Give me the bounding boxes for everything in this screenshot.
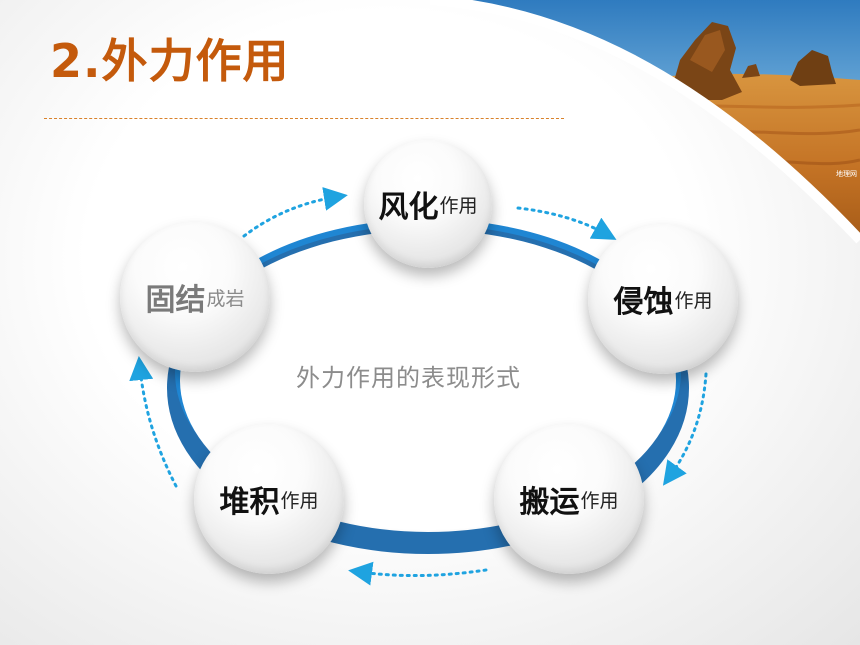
arrow-erosion-to-transport (662, 372, 708, 486)
arrow-transport-to-deposition (348, 561, 488, 586)
node-weathering-sub: 作用 (439, 194, 478, 217)
node-erosion-main: 侵蚀 (613, 285, 674, 320)
node-transport[interactable]: 搬运作用 (494, 424, 644, 574)
node-erosion-sub: 作用 (674, 289, 713, 312)
node-transport-main: 搬运 (519, 485, 580, 520)
node-lithification-main: 固结 (145, 283, 206, 318)
slide-title: 2.外力作用 (50, 34, 290, 88)
photo-credit: 地理网 (836, 170, 857, 178)
node-deposition-sub: 作用 (280, 489, 319, 512)
node-lithification-sub: 成岩 (206, 287, 245, 310)
desert-photo (429, 0, 860, 244)
arrow-weathering-to-erosion (516, 206, 617, 240)
node-erosion[interactable]: 侵蚀作用 (588, 224, 738, 374)
node-weathering-main: 风化 (378, 190, 439, 225)
node-deposition[interactable]: 堆积作用 (194, 424, 344, 574)
node-weathering[interactable]: 风化作用 (364, 140, 492, 268)
node-transport-sub: 作用 (580, 489, 619, 512)
arrow-lithification-to-weathering (242, 187, 348, 238)
node-deposition-main: 堆积 (219, 485, 280, 520)
node-lithification[interactable]: 固结成岩 (120, 222, 270, 372)
title-divider (44, 118, 564, 119)
arrow-deposition-to-lithification (129, 356, 178, 488)
diagram-center-label: 外力作用的表现形式 (296, 364, 521, 392)
